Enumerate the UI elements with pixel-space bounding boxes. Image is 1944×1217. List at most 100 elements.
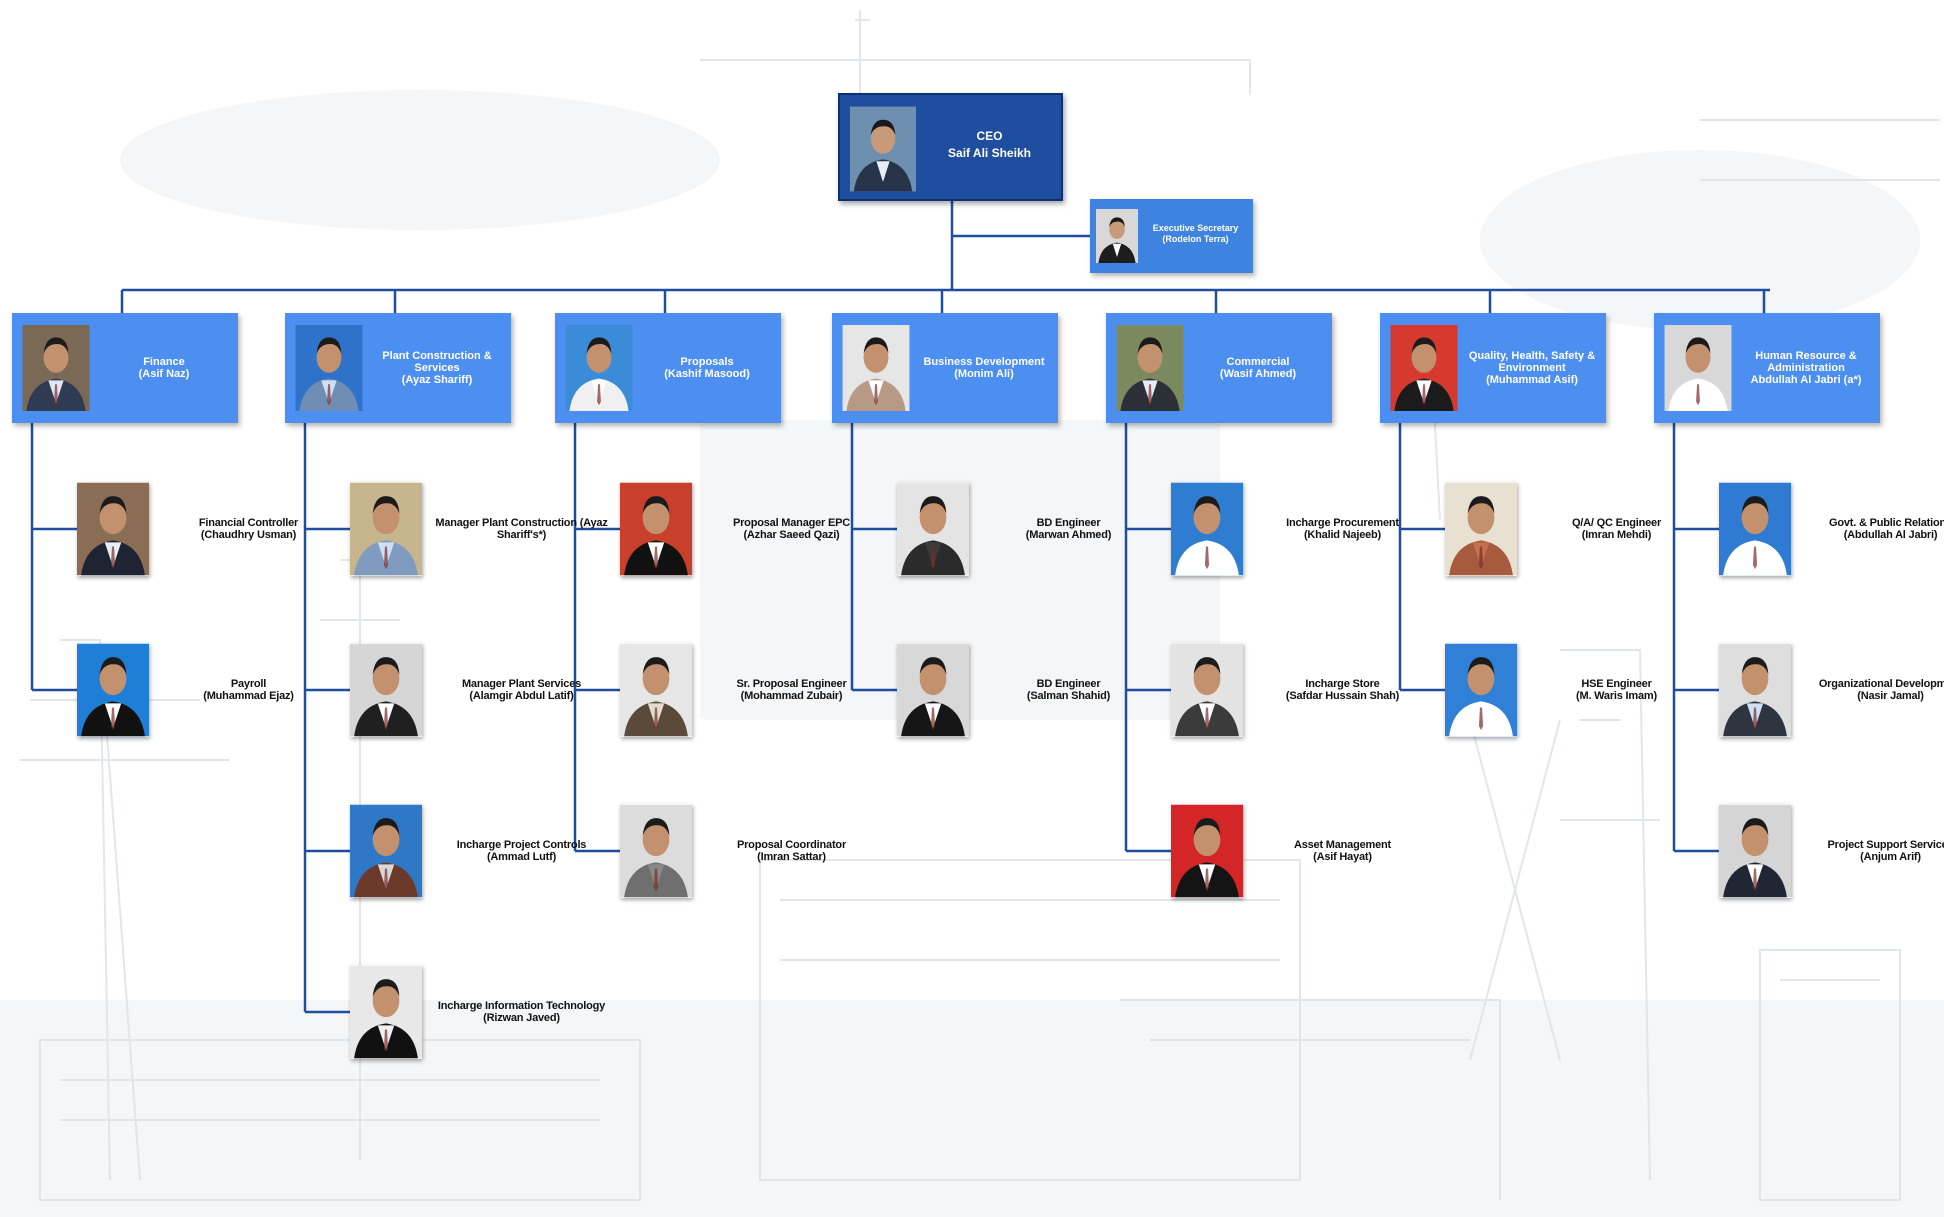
secretary-title: Executive Secretary bbox=[1152, 223, 1239, 233]
team-member-photo bbox=[897, 482, 969, 576]
person-icon bbox=[842, 325, 910, 411]
secretary-box: Executive Secretary (Rodelon Terra) bbox=[1090, 199, 1253, 273]
team-member-photo bbox=[77, 482, 149, 576]
team-member-photo bbox=[350, 643, 422, 737]
team-member-role: BD Engineer bbox=[1036, 517, 1101, 529]
team-member-card: Incharge Procurement (Khalid Najeeb) bbox=[1171, 482, 1436, 578]
team-member-card: HSE Engineer (M. Waris Imam) bbox=[1445, 643, 1710, 739]
team-member-card: Govt. & Public Relations (Abdullah Al Ja… bbox=[1719, 482, 1944, 578]
team-member-name: (M. Waris Imam) bbox=[1576, 690, 1657, 702]
team-member-name: (Imran Mehdi) bbox=[1581, 529, 1652, 541]
person-icon bbox=[350, 965, 422, 1059]
team-member-name: (Imran Sattar) bbox=[757, 851, 826, 863]
team-member-role: Q/A/ QC Engineer bbox=[1571, 517, 1662, 529]
team-member-name: (Asif Hayat) bbox=[1313, 851, 1372, 863]
team-member-photo bbox=[350, 965, 422, 1059]
team-member-name: (Muhammad Ejaz) bbox=[203, 690, 294, 702]
department-head-name: Abdullah Al Jabri (a*) bbox=[1750, 374, 1862, 386]
department-head-name: (Muhammad Asif) bbox=[1486, 374, 1578, 386]
team-member-role: Incharge Information Technology bbox=[437, 1000, 606, 1012]
team-member-card: Sr. Proposal Engineer (Mohammad Zubair) bbox=[620, 643, 885, 739]
team-member-card: Incharge Information Technology (Rizwan … bbox=[350, 965, 615, 1061]
team-member-card: Manager Plant Services (Alamgir Abdul La… bbox=[350, 643, 615, 739]
team-member-card: Asset Management (Asif Hayat) bbox=[1171, 804, 1436, 900]
department-head-photo bbox=[294, 325, 364, 411]
team-member-name: (Nasir Jamal) bbox=[1857, 690, 1924, 702]
team-member-photo bbox=[350, 804, 422, 898]
person-icon bbox=[1664, 325, 1732, 411]
team-member-role: Manager Plant Construction (Ayaz Shariff… bbox=[435, 517, 608, 541]
department-head-name: (Kashif Masood) bbox=[664, 368, 750, 380]
person-icon bbox=[1171, 643, 1243, 737]
team-member-photo bbox=[1171, 482, 1243, 576]
person-icon bbox=[1390, 325, 1458, 411]
team-member-photo bbox=[1719, 804, 1791, 898]
team-member-role: Proposal Manager EPC bbox=[732, 517, 851, 529]
team-member-role: Sr. Proposal Engineer bbox=[736, 678, 847, 690]
team-member-name: (Mohammad Zubair) bbox=[740, 690, 843, 702]
person-icon bbox=[897, 482, 969, 576]
team-member-role: BD Engineer bbox=[1036, 678, 1101, 690]
department-title: Finance bbox=[143, 356, 185, 368]
person-icon bbox=[77, 482, 149, 576]
department-head-box: Proposals (Kashif Masood) bbox=[555, 313, 781, 423]
person-icon bbox=[897, 643, 969, 737]
team-member-name: (Chaudhry Usman) bbox=[200, 529, 297, 541]
team-member-role: Payroll bbox=[230, 678, 267, 690]
department-head-photo bbox=[564, 325, 634, 411]
team-member-photo bbox=[620, 482, 692, 576]
team-member-name: (Azhar Saeed Qazi) bbox=[743, 529, 840, 541]
person-icon bbox=[1116, 325, 1184, 411]
department-head-photo bbox=[1115, 325, 1185, 411]
person-icon bbox=[1171, 482, 1243, 576]
person-icon bbox=[1719, 482, 1791, 576]
team-member-name: (Ammad Lutf) bbox=[486, 851, 557, 863]
team-member-card: Proposal Manager EPC (Azhar Saeed Qazi) bbox=[620, 482, 885, 578]
team-member-card: Manager Plant Construction (Ayaz Shariff… bbox=[350, 482, 615, 578]
team-member-name: (Marwan Ahmed) bbox=[1025, 529, 1112, 541]
team-member-card: Incharge Store (Safdar Hussain Shah) bbox=[1171, 643, 1436, 739]
team-member-role: Incharge Project Controls bbox=[456, 839, 587, 851]
team-member-photo bbox=[350, 482, 422, 576]
team-member-role: Manager Plant Services bbox=[461, 678, 582, 690]
team-member-role: Financial Controller bbox=[198, 517, 299, 529]
ceo-title: CEO bbox=[976, 129, 1003, 143]
team-member-name: (Salman Shahid) bbox=[1026, 690, 1111, 702]
team-member-role: Project Support Services bbox=[1827, 839, 1944, 851]
person-icon bbox=[350, 643, 422, 737]
department-head-photo bbox=[1389, 325, 1459, 411]
team-member-role: Govt. & Public Relations bbox=[1829, 517, 1944, 529]
team-member-name: (Anjum Arif) bbox=[1860, 851, 1921, 863]
team-member-name: (Khalid Najeeb) bbox=[1303, 529, 1382, 541]
team-member-role: Proposal Coordinator bbox=[736, 839, 847, 851]
person-icon bbox=[620, 482, 692, 576]
department-head-box: Quality, Health, Safety & Environment (M… bbox=[1380, 313, 1606, 423]
team-member-card: Q/A/ QC Engineer (Imran Mehdi) bbox=[1445, 482, 1710, 578]
team-member-photo bbox=[620, 643, 692, 737]
team-member-card: BD Engineer (Marwan Ahmed) bbox=[897, 482, 1162, 578]
team-member-card: Financial Controller (Chaudhry Usman) bbox=[77, 482, 342, 578]
team-member-name: (Rizwan Javed) bbox=[483, 1012, 560, 1024]
team-member-role: Asset Management bbox=[1293, 839, 1392, 851]
team-member-card: Organizational Development (Nasir Jamal) bbox=[1719, 643, 1944, 739]
team-member-name: (Safdar Hussain Shah) bbox=[1285, 690, 1400, 702]
department-title: Quality, Health, Safety & Environment bbox=[1468, 350, 1596, 374]
team-member-photo bbox=[1445, 643, 1517, 737]
department-head-name: (Monim Ali) bbox=[954, 368, 1014, 380]
person-icon bbox=[350, 482, 422, 576]
secretary-name: (Rodelon Terra) bbox=[1162, 234, 1229, 244]
team-member-photo bbox=[1719, 643, 1791, 737]
team-member-role: Organizational Development bbox=[1818, 678, 1944, 690]
department-title: Proposals bbox=[680, 356, 734, 368]
team-member-role: Incharge Procurement bbox=[1286, 517, 1399, 529]
person-icon bbox=[1719, 643, 1791, 737]
department-title: Plant Construction & Services bbox=[382, 350, 492, 374]
team-member-photo bbox=[1171, 804, 1243, 898]
team-member-card: Incharge Project Controls (Ammad Lutf) bbox=[350, 804, 615, 900]
department-head-photo bbox=[1663, 325, 1733, 411]
team-member-card: Proposal Coordinator (Imran Sattar) bbox=[620, 804, 885, 900]
person-icon bbox=[295, 325, 363, 411]
department-head-box: Plant Construction & Services (Ayaz Shar… bbox=[285, 313, 511, 423]
